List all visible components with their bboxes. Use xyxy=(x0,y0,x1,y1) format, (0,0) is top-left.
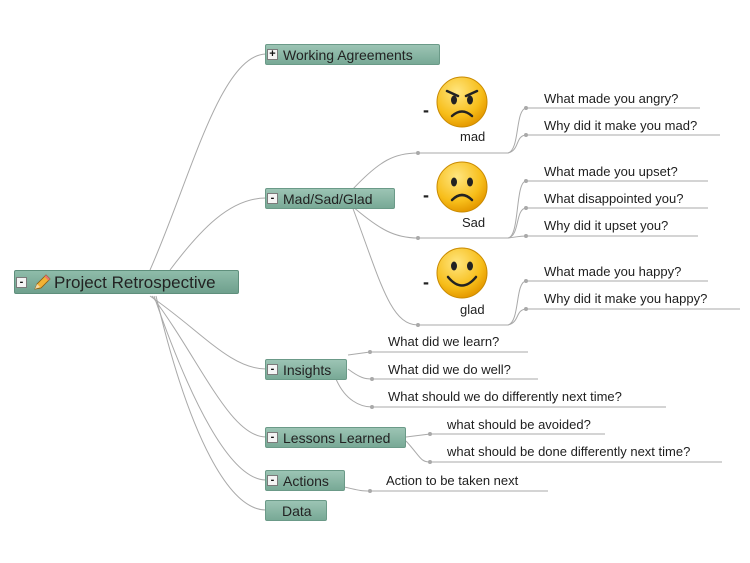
sad-face-icon xyxy=(436,161,488,213)
leaf-insights-item[interactable]: What did we do well? xyxy=(388,362,511,377)
leaf-insights-item[interactable]: What did we learn? xyxy=(388,334,500,349)
branch-insights[interactable]: - Insights xyxy=(265,359,347,380)
branch-actions[interactable]: - Actions xyxy=(265,470,345,491)
branch-working-agreements[interactable]: + Working Agreements xyxy=(265,44,440,65)
branch-label: Lessons Learned xyxy=(283,430,391,446)
leaf-sad-question[interactable]: What disappointed you? xyxy=(544,191,684,206)
leaf-mad-question[interactable]: Why did it make you mad? xyxy=(544,118,698,133)
collapse-toggle[interactable]: - xyxy=(16,277,27,288)
branch-label: Mad/Sad/Glad xyxy=(283,191,373,207)
leaf-sad-question[interactable]: Why did it upset you? xyxy=(544,218,669,233)
collapse-toggle[interactable]: - xyxy=(423,272,429,292)
leaf-insights-item[interactable]: What should we do differently next time? xyxy=(388,389,622,404)
branch-label: Insights xyxy=(283,362,332,378)
branch-label: Data xyxy=(282,503,312,519)
emotion-label-glad: glad xyxy=(460,302,485,317)
leaf-lessons-item[interactable]: what should be done differently next tim… xyxy=(447,444,691,459)
branch-label: Working Agreements xyxy=(283,47,413,63)
leaf-actions-item[interactable]: Action to be taken next xyxy=(386,473,519,488)
leaf-mad-question[interactable]: What made you angry? xyxy=(544,91,679,106)
collapse-toggle[interactable]: - xyxy=(423,100,429,120)
emotion-label-sad: Sad xyxy=(462,215,486,230)
root-label: Project Retrospective xyxy=(54,273,216,292)
pencil-icon xyxy=(34,274,51,290)
leaf-lessons-item[interactable]: what should be avoided? xyxy=(447,417,591,432)
happy-face-icon xyxy=(436,247,488,299)
branch-mad-sad-glad[interactable]: - Mad/Sad/Glad xyxy=(265,188,395,209)
branch-label: Actions xyxy=(283,473,329,489)
branch-data[interactable]: Data xyxy=(265,500,327,521)
collapse-toggle[interactable]: - xyxy=(423,185,429,205)
leaf-glad-question[interactable]: What made you happy? xyxy=(544,264,682,279)
leaf-glad-question[interactable]: Why did it make you happy? xyxy=(544,291,708,306)
leaf-sad-question[interactable]: What made you upset? xyxy=(544,164,678,179)
expand-toggle[interactable]: + xyxy=(267,49,278,60)
emotion-label-mad: mad xyxy=(460,129,486,144)
angry-face-icon xyxy=(436,76,488,128)
collapse-toggle[interactable]: - xyxy=(267,364,278,375)
collapse-toggle[interactable]: - xyxy=(267,193,278,204)
branch-lessons-learned[interactable]: - Lessons Learned xyxy=(265,427,406,448)
root-node-project-retrospective[interactable]: - Project Retrospective xyxy=(14,270,239,294)
collapse-toggle[interactable]: - xyxy=(267,432,278,443)
collapse-toggle[interactable]: - xyxy=(267,475,278,486)
